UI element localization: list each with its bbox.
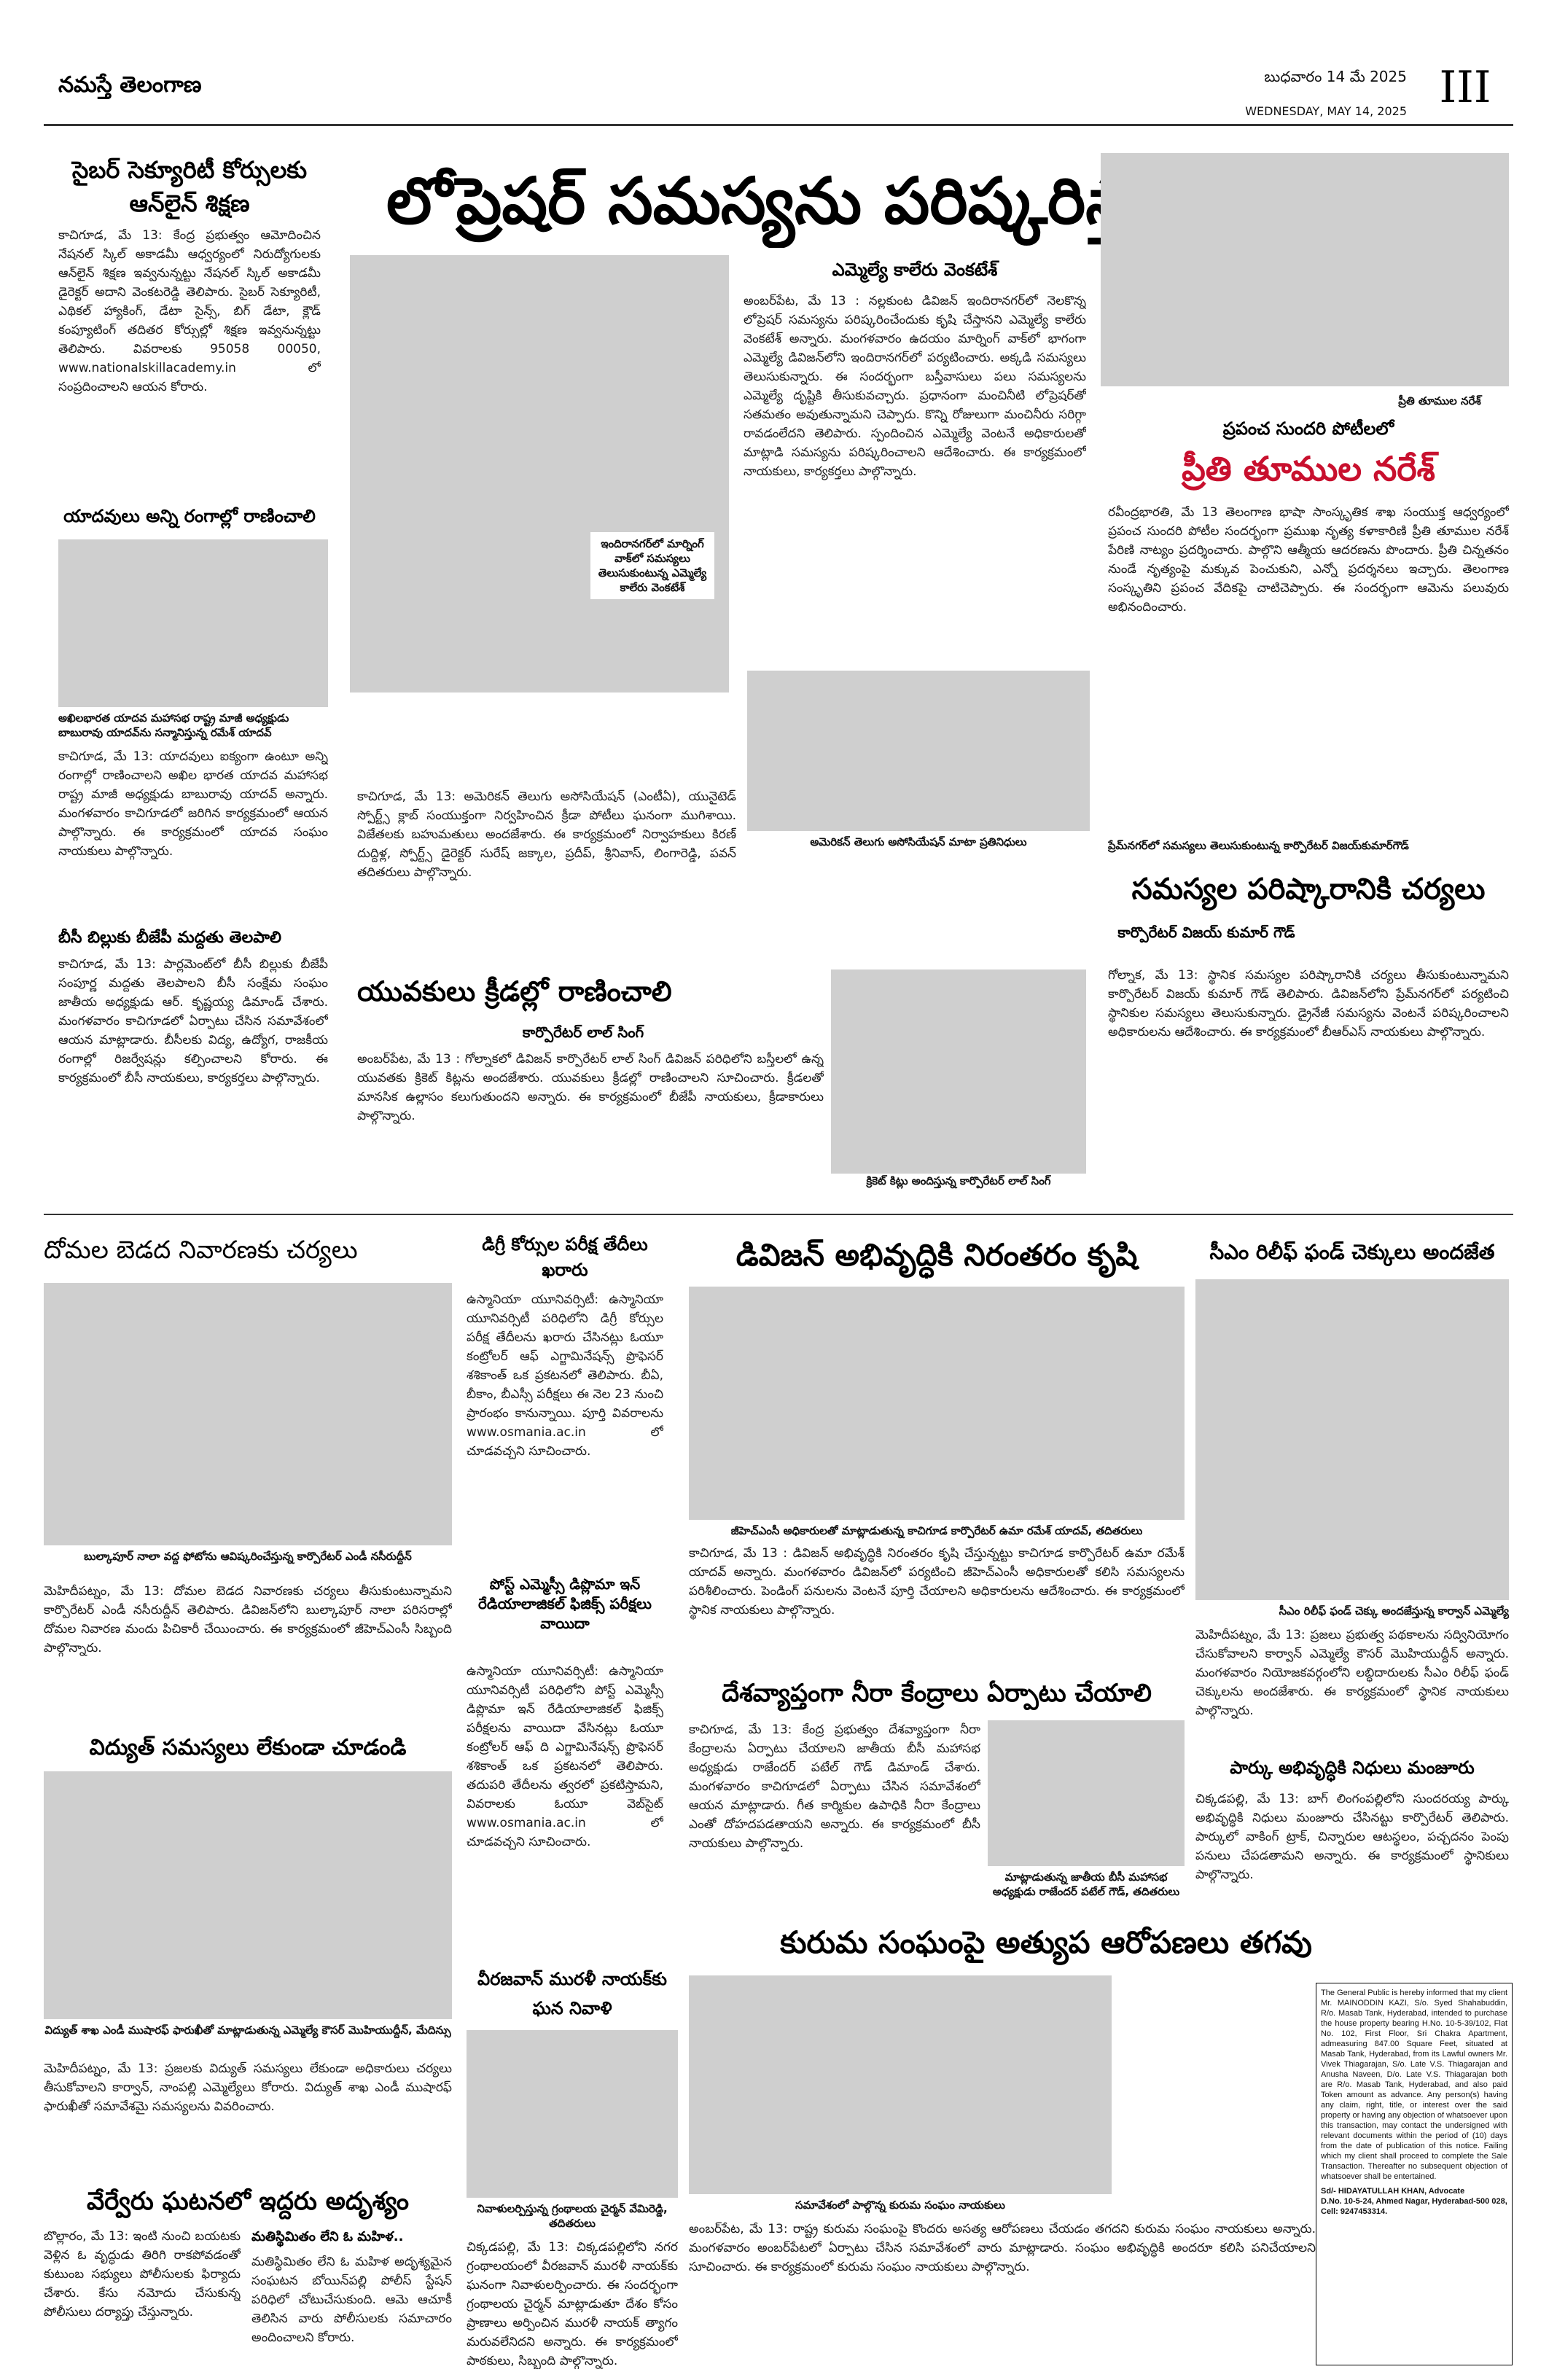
date-english: WEDNESDAY, MAY 14, 2025 xyxy=(1245,104,1407,118)
missing-headline: వేర్వేరు ఘటనలో ఇద్దరు అదృశ్యం xyxy=(86,2187,410,2216)
degree-body: ఉస్మానియా యూనివర్సిటీ: ఉస్మానియా యూనివర్… xyxy=(467,1292,663,1459)
main-photo: ఇందిరానగర్‌లో మార్నింగ్ వాక్‌లో సమస్యలు … xyxy=(350,255,729,692)
kuruma-body: అంబర్‌పేట, మే 13: రాష్ట్ర కురుమ సంఘంపై క… xyxy=(689,2222,1316,2274)
flyover-body: మెహిదీపట్నం, మే 13: దోమల బెడద నివారణకు చ… xyxy=(44,1584,452,1655)
sports-body: అంబర్‌పేట, మే 13 : గోల్నాకలో డివిజన్ కార… xyxy=(357,1052,824,1123)
kuruma-headline: కురుమ సంఘంపై అత్యుప ఆరోపణలు తగవు xyxy=(780,1924,1312,1960)
sports-subheadline: కార్పొరేటర్ లాల్ సింగ్ xyxy=(522,1023,644,1041)
veerajawan-body: చిక్కడపల్లి, మే 13: చిక్కడపల్లిలోని నగర … xyxy=(467,2240,678,2368)
park-headline: పార్కు అభివృద్ధికి నిధులు మంజూరు xyxy=(1230,1757,1475,1778)
bc-body: కాచిగూడ, మే 13: పార్లమెంట్‌లో బీసీ బిల్ల… xyxy=(58,957,328,1085)
legal-notice-body: The General Public is hereby informed th… xyxy=(1321,1989,1507,2181)
sports-headline: యువకులు క్రీడల్లో రాణించాలి xyxy=(357,975,672,1007)
flyover-photo xyxy=(44,1283,452,1545)
cyber-body: కాచిగూడ, మే 13: కేంద్ర ప్రభుత్వం ఆమోదించ… xyxy=(58,228,321,394)
main-headline: లోప్రెషర్ సమస్యను పరిష్కరిస్తా xyxy=(386,163,1152,238)
miss-world-kicker: ప్రపంచ సుందరి పోటీలలో xyxy=(1222,418,1394,439)
page-number: III xyxy=(1439,62,1491,113)
miss-world-headline: ప్రీతి తూముల నరేశ్ xyxy=(1182,449,1435,488)
cmrf-kicker: సీఎం రిలీఫ్ ఫండ్ చెక్కు అందజేస్తున్న కార… xyxy=(1279,1604,1509,1618)
corp-headline: సమస్యల పరిష్కారానికి చర్యలు xyxy=(1131,873,1486,906)
telugu-assoc-kicker: అమెరికన్ తెలుగు అసోసియేషన్ మాటా ప్రతినిధ… xyxy=(810,835,1027,848)
division-photo xyxy=(689,1287,1185,1520)
corp-kicker: ప్రేమ్‌నగర్‌లో సమస్యలు తెలుసుకుంటున్న కా… xyxy=(1108,839,1409,852)
cmrf-body: మెహిదీపట్నం, మే 13: ప్రజలు ప్రభుత్వ పథకా… xyxy=(1195,1628,1509,1718)
date-telugu: బుధవారం 14 మే 2025 xyxy=(1264,68,1407,85)
top-rule xyxy=(44,124,1513,126)
power-body: మెహిదీపట్నం, మే 13: ప్రజలకు విద్యుత్ సమస… xyxy=(44,2061,452,2114)
legal-notice: The General Public is hereby informed th… xyxy=(1316,1983,1513,2365)
main-body: అంబర్‌పేట, మే 13 : నల్లకుంట డివిజన్ ఇంది… xyxy=(744,294,1086,479)
division-headline: డివిజన్ అభివృద్ధికి నిరంతరం కృషి xyxy=(735,1237,1138,1273)
yadav-headline: యాదవులు అన్ని రంగాల్లో రాణించాలి xyxy=(63,506,316,526)
mid-rule xyxy=(44,1214,1513,1215)
power-headline: విద్యుత్ సమస్యలు లేకుండా చూడండి xyxy=(89,1735,407,1760)
yadav-photo xyxy=(58,539,328,707)
yadav-body: కాచిగూడ, మే 13: యాదవులు ఐక్యంగా ఉంటూ అన్… xyxy=(58,749,328,859)
postmsc-headline: పోస్ట్ ఎమ్మెస్సీ డిప్లొమా ఇన్ రేడియాలాజి… xyxy=(478,1575,652,1632)
mosquito-headline: దోమల బెడద నివారణకు చర్యలు xyxy=(44,1236,358,1265)
park-body: చిక్కడపల్లి, మే 13: బాగ్ లింగంపల్లిలోని … xyxy=(1195,1792,1509,1882)
water-headline: దేశవ్యాప్తంగా నీరా కేంద్రాలు ఏర్పాటు చేయ… xyxy=(722,1679,1152,1708)
corp-body: గోల్నాక, మే 13: స్థానిక సమస్యల పరిష్కారా… xyxy=(1108,968,1509,1039)
cmrf-photo xyxy=(1195,1279,1509,1600)
power-kicker: విద్యుత్ శాఖ ఎండీ ముషారఫ్ ఫారుఖీతో మాట్ల… xyxy=(44,2024,451,2037)
main-subheadline: ఎమ్మెల్యే కాలేరు వెంకటేశ్ xyxy=(832,260,998,280)
legal-notice-signature: Sd/- HIDAYATULLAH KHAN, Advocate xyxy=(1321,2187,1465,2196)
yadav-kicker: అఖిలభారత యాదవ మహాసభ రాష్ట్ర మాజీ అధ్యక్ష… xyxy=(58,711,289,739)
veerajawan-headline: వీరజవాన్ మురళీ నాయక్‌కు ఘన నివాళి xyxy=(477,1969,667,2018)
legal-notice-address: D.No. 10-5-24, Ahmed Nagar, Hyderabad-50… xyxy=(1321,2197,1507,2216)
veerajawan-photo xyxy=(467,2030,678,2198)
corp-subheadline: కార్పొరేటర్ విజయ్ కుమార్ గౌడ్ xyxy=(1117,924,1295,941)
water-photo-caption: మాట్లాడుతున్న జాతీయ బీసీ మహాసభ అధ్యక్షుడ… xyxy=(992,1870,1180,1898)
division-kicker: జీహెచ్ఎంసీ అధికారులతో మాట్లాడుతున్న కాచి… xyxy=(730,1524,1143,1537)
water-body: కాచిగూడ, మే 13: కేంద్ర ప్రభుత్వం దేశవ్యా… xyxy=(689,1722,980,1851)
flyover-kicker: బుల్కాపూర్ నాలా వద్ద ఫోటోను ఆవిష్కరించేస… xyxy=(84,1550,412,1563)
miss-world-photo-caption: ప్రీతి తూముల నరేశ్ xyxy=(1398,394,1481,407)
sports-photo xyxy=(831,969,1086,1174)
cmrf-headline: సీఎం రిలీఫ్ ఫండ్ చెక్కులు అందజేత xyxy=(1209,1240,1495,1264)
sports-photo-caption: క్రికెట్ కిట్లు అందిస్తున్న కార్పొరేటర్ … xyxy=(866,1174,1051,1187)
division-body: కాచిగూడ, మే 13 : డివిజన్ అభివృద్ధికి నిర… xyxy=(689,1546,1185,1618)
missing-body-2: మతిస్థిమితం లేని ఓ మహిళ అదృశ్యమైన సంఘటన … xyxy=(251,2255,452,2345)
kuruma-photo xyxy=(689,1975,1112,2194)
kuruma-photo-caption: సమావేశంలో పాల్గొన్న కురుమ సంఘం నాయకులు xyxy=(795,2198,1005,2212)
main-photo-caption: ఇందిరానగర్‌లో మార్నింగ్ వాక్‌లో సమస్యలు … xyxy=(590,532,714,599)
postmsc-body: ఉస్మానియా యూనివర్సిటీ: ఉస్మానియా యూనివర్… xyxy=(467,1664,663,1849)
telugu-assoc-body: కాచిగూడ, మే 13: అమెరికన్ తెలుగు అసోసియేష… xyxy=(357,789,736,880)
bc-headline: బీసీ బిల్లుకు బీజేపీ మద్దతు తెలపాలి xyxy=(58,929,282,947)
missing-body: బొల్లారం, మే 13: ఇంటి నుంచి బయటకు వెళ్లి… xyxy=(44,2229,241,2319)
miss-world-photo xyxy=(1101,153,1509,386)
telugu-assoc-photo xyxy=(747,671,1090,831)
missing-subheadline: మతిస్థిమితం లేని ఓ మహిళ.. xyxy=(251,2229,404,2244)
veerajawan-kicker: నివాళులర్పిస్తున్న గ్రంథాలయ చైర్మన్ వేమి… xyxy=(477,2202,668,2230)
degree-headline: డిగ్రీ కోర్సుల పరీక్ష తేదీలు ఖరారు xyxy=(482,1234,648,1280)
paper-name: నమస్తే తెలంగాణ xyxy=(58,72,202,98)
cyber-headline: సైబర్ సెక్యూరిటీ కోర్సులకు ఆన్‌లైన్ శిక్… xyxy=(71,156,308,217)
water-photo xyxy=(988,1720,1185,1866)
miss-world-body: రవీంద్రభారతి, మే 13 తెలంగాణ భాషా సాంస్కృ… xyxy=(1108,505,1509,614)
power-photo xyxy=(44,1771,452,2019)
